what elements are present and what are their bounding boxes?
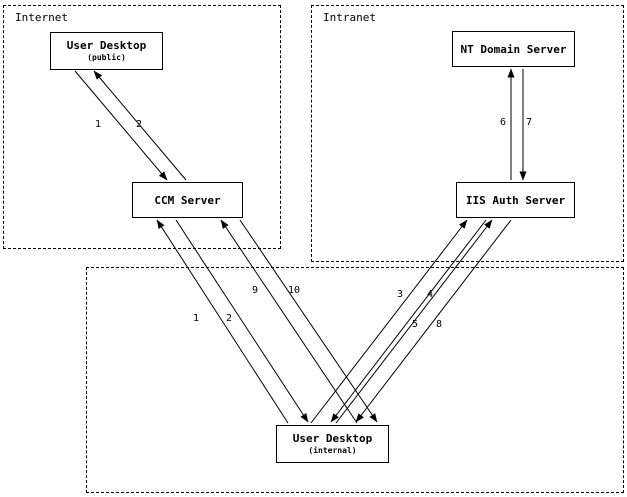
flow-step-label: 6 xyxy=(500,117,507,128)
zone-intranet-label: Intranet xyxy=(323,11,376,24)
flow-arrow-10 xyxy=(239,219,378,423)
node-title: NT Domain Server xyxy=(460,42,567,56)
zone-internet xyxy=(3,5,281,249)
node-ccm-server: CCM Server xyxy=(132,182,243,218)
flow-step-label: 9 xyxy=(252,285,259,296)
flow-step-label: 8 xyxy=(436,319,443,330)
flow-step-label: 2 xyxy=(136,119,143,130)
flow-step-label: 10 xyxy=(288,285,301,296)
flow-step-label: 3 xyxy=(397,289,404,300)
flow-arrow-3 xyxy=(310,219,468,424)
node-subtitle: (public) xyxy=(87,53,126,62)
flow-arrow-5 xyxy=(335,219,493,424)
node-title: User Desktop xyxy=(66,39,147,52)
node-title: CCM Server xyxy=(154,193,221,207)
zone-internet-label: Internet xyxy=(15,11,68,24)
flow-arrow-2 xyxy=(93,70,187,181)
node-user-desktop-internal: User Desktop (internal) xyxy=(276,425,389,463)
zone-internal-lan xyxy=(86,267,624,493)
flow-arrow-1 xyxy=(156,219,289,424)
flow-lines xyxy=(74,68,527,424)
flow-arrow-8 xyxy=(355,219,512,423)
zone-intranet xyxy=(311,5,624,262)
flow-step-label: 5 xyxy=(412,319,419,330)
node-user-desktop-public: User Desktop (public) xyxy=(50,32,163,70)
node-title: IIS Auth Server xyxy=(465,193,566,207)
flow-step-label: 2 xyxy=(226,313,233,324)
node-nt-domain-server: NT Domain Server xyxy=(452,31,575,67)
flow-arrow-2 xyxy=(175,219,309,423)
node-subtitle: (internal) xyxy=(308,446,357,455)
flow-arrow-1 xyxy=(74,70,168,181)
flow-step-label: 7 xyxy=(526,117,533,128)
flow-arrow-9 xyxy=(220,219,358,424)
flow-step-label: 4 xyxy=(427,289,434,300)
flow-step-label: 1 xyxy=(95,119,102,130)
node-title: User Desktop xyxy=(292,432,373,445)
flow-arrow-4 xyxy=(330,219,487,423)
flow-step-label: 1 xyxy=(193,313,200,324)
node-iis-auth-server: IIS Auth Server xyxy=(456,182,575,218)
